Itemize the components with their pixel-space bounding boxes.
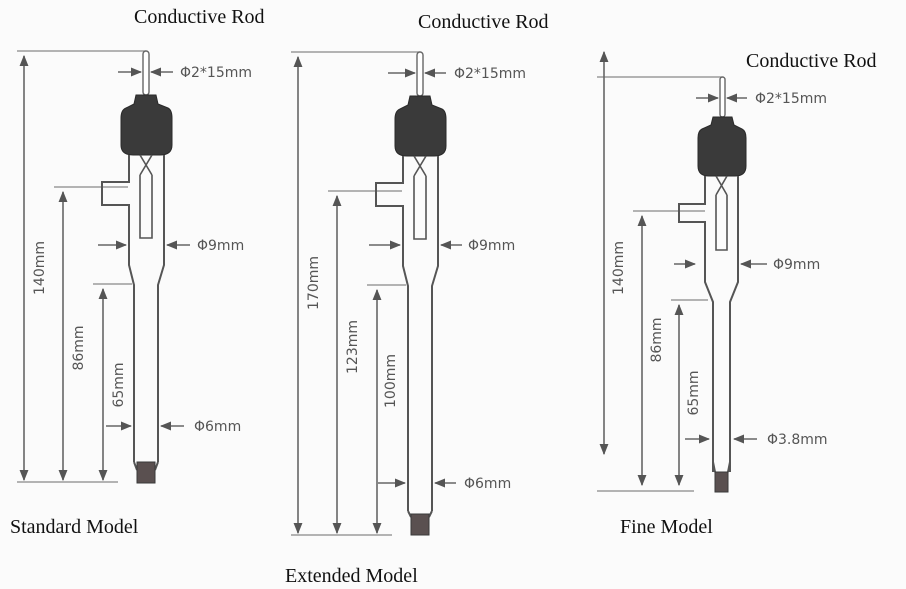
tube-diameter-label: Φ6mm (194, 419, 241, 435)
electrode-body-outline (101, 155, 165, 462)
total-length-label: 140mm (32, 241, 48, 295)
electrode-cap (120, 94, 173, 156)
tube-length-label: 65mm (111, 362, 127, 407)
rod-diameter-label: Φ2*15mm (755, 91, 827, 107)
extended-rod-label: Conductive Rod (418, 11, 549, 33)
total-length-label: 170mm (306, 256, 322, 310)
fine-model-label: Fine Model (620, 516, 713, 538)
sensing-tip (136, 461, 156, 484)
tube-length-label: 65mm (686, 370, 702, 415)
mid-length-label: 86mm (649, 317, 665, 362)
standard-rod-label: Conductive Rod (134, 6, 265, 28)
rod-diameter-label: Φ2*15mm (180, 65, 252, 81)
extended-model-drawing: 170mm 123mm 100mm Φ2*15mm Φ9mm Φ6mm (291, 51, 526, 536)
electrode-cap (697, 116, 747, 177)
tube-diameter-label: Φ3.8mm (767, 432, 828, 448)
conductive-rod (719, 76, 726, 118)
fine-rod-label: Conductive Rod (746, 50, 877, 72)
rod-diameter-label: Φ2*15mm (454, 66, 526, 82)
mid-length-label: 86mm (71, 325, 87, 370)
internal-reference-element (413, 155, 427, 240)
body-diameter-label: Φ9mm (773, 257, 820, 273)
total-length-label: 140mm (611, 241, 627, 295)
conductive-rod (416, 51, 424, 97)
fine-model-drawing: 140mm 86mm 65mm Φ2*15mm Φ9mm Φ3.8mm (597, 50, 828, 493)
internal-reference-element (715, 175, 728, 251)
sensing-tip (410, 513, 430, 536)
tube-length-label: 100mm (383, 354, 399, 408)
tube-diameter-label: Φ6mm (464, 476, 511, 492)
mid-length-label: 123mm (345, 320, 361, 374)
sensing-tip (714, 471, 729, 493)
extended-model-label: Extended Model (285, 565, 418, 587)
electrode-body-outline (375, 156, 439, 511)
body-diameter-label: Φ9mm (468, 238, 515, 254)
standard-model-label: Standard Model (10, 516, 139, 538)
body-diameter-label: Φ9mm (197, 238, 244, 254)
internal-reference-element (139, 154, 153, 239)
electrode-cap (394, 95, 447, 157)
conductive-rod (142, 50, 150, 96)
standard-model-drawing: 140mm 86mm 65mm Φ2*15mm Φ9mm Φ6mm (17, 50, 252, 484)
tip-taper (712, 461, 731, 473)
electrode-body-outline (678, 176, 739, 472)
